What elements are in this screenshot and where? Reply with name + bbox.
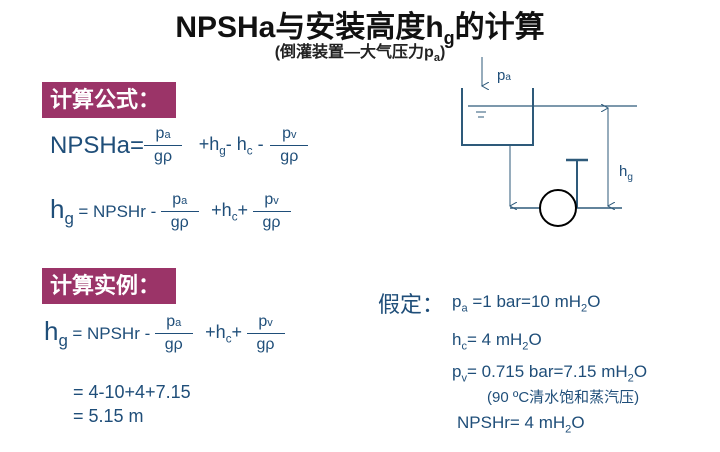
pump-icon [539,189,577,227]
diagram-hg-label: hg [619,163,633,183]
example-step-2: = 5.15 m [73,406,144,426]
page-subtitle: (倒灌装置—大气压力pa) [274,44,446,65]
assumption-label: 假定： [378,292,445,317]
assumption-npshr: NPSHr= 4 mH2O [457,413,585,436]
tank [461,88,534,146]
assumption-hc: hc= 4 mH2O [452,330,542,353]
example-section-badge: 计算实例： [42,268,176,304]
example-step-1: = 4-10+4+7.15 [73,382,191,402]
diagram-pa-label: pa [497,67,511,84]
assumption-pa: pa =1 bar=10 mH2O [452,292,601,315]
page-title: NPSHa与安装高度hg的计算 [175,11,545,48]
assumption-pv: pv= 0.715 bar=7.15 mH2O [452,362,648,385]
formula-section-badge: 计算公式： [42,82,176,118]
assumption-note: (90 ºC清水饱和蒸汽压) [487,389,640,406]
